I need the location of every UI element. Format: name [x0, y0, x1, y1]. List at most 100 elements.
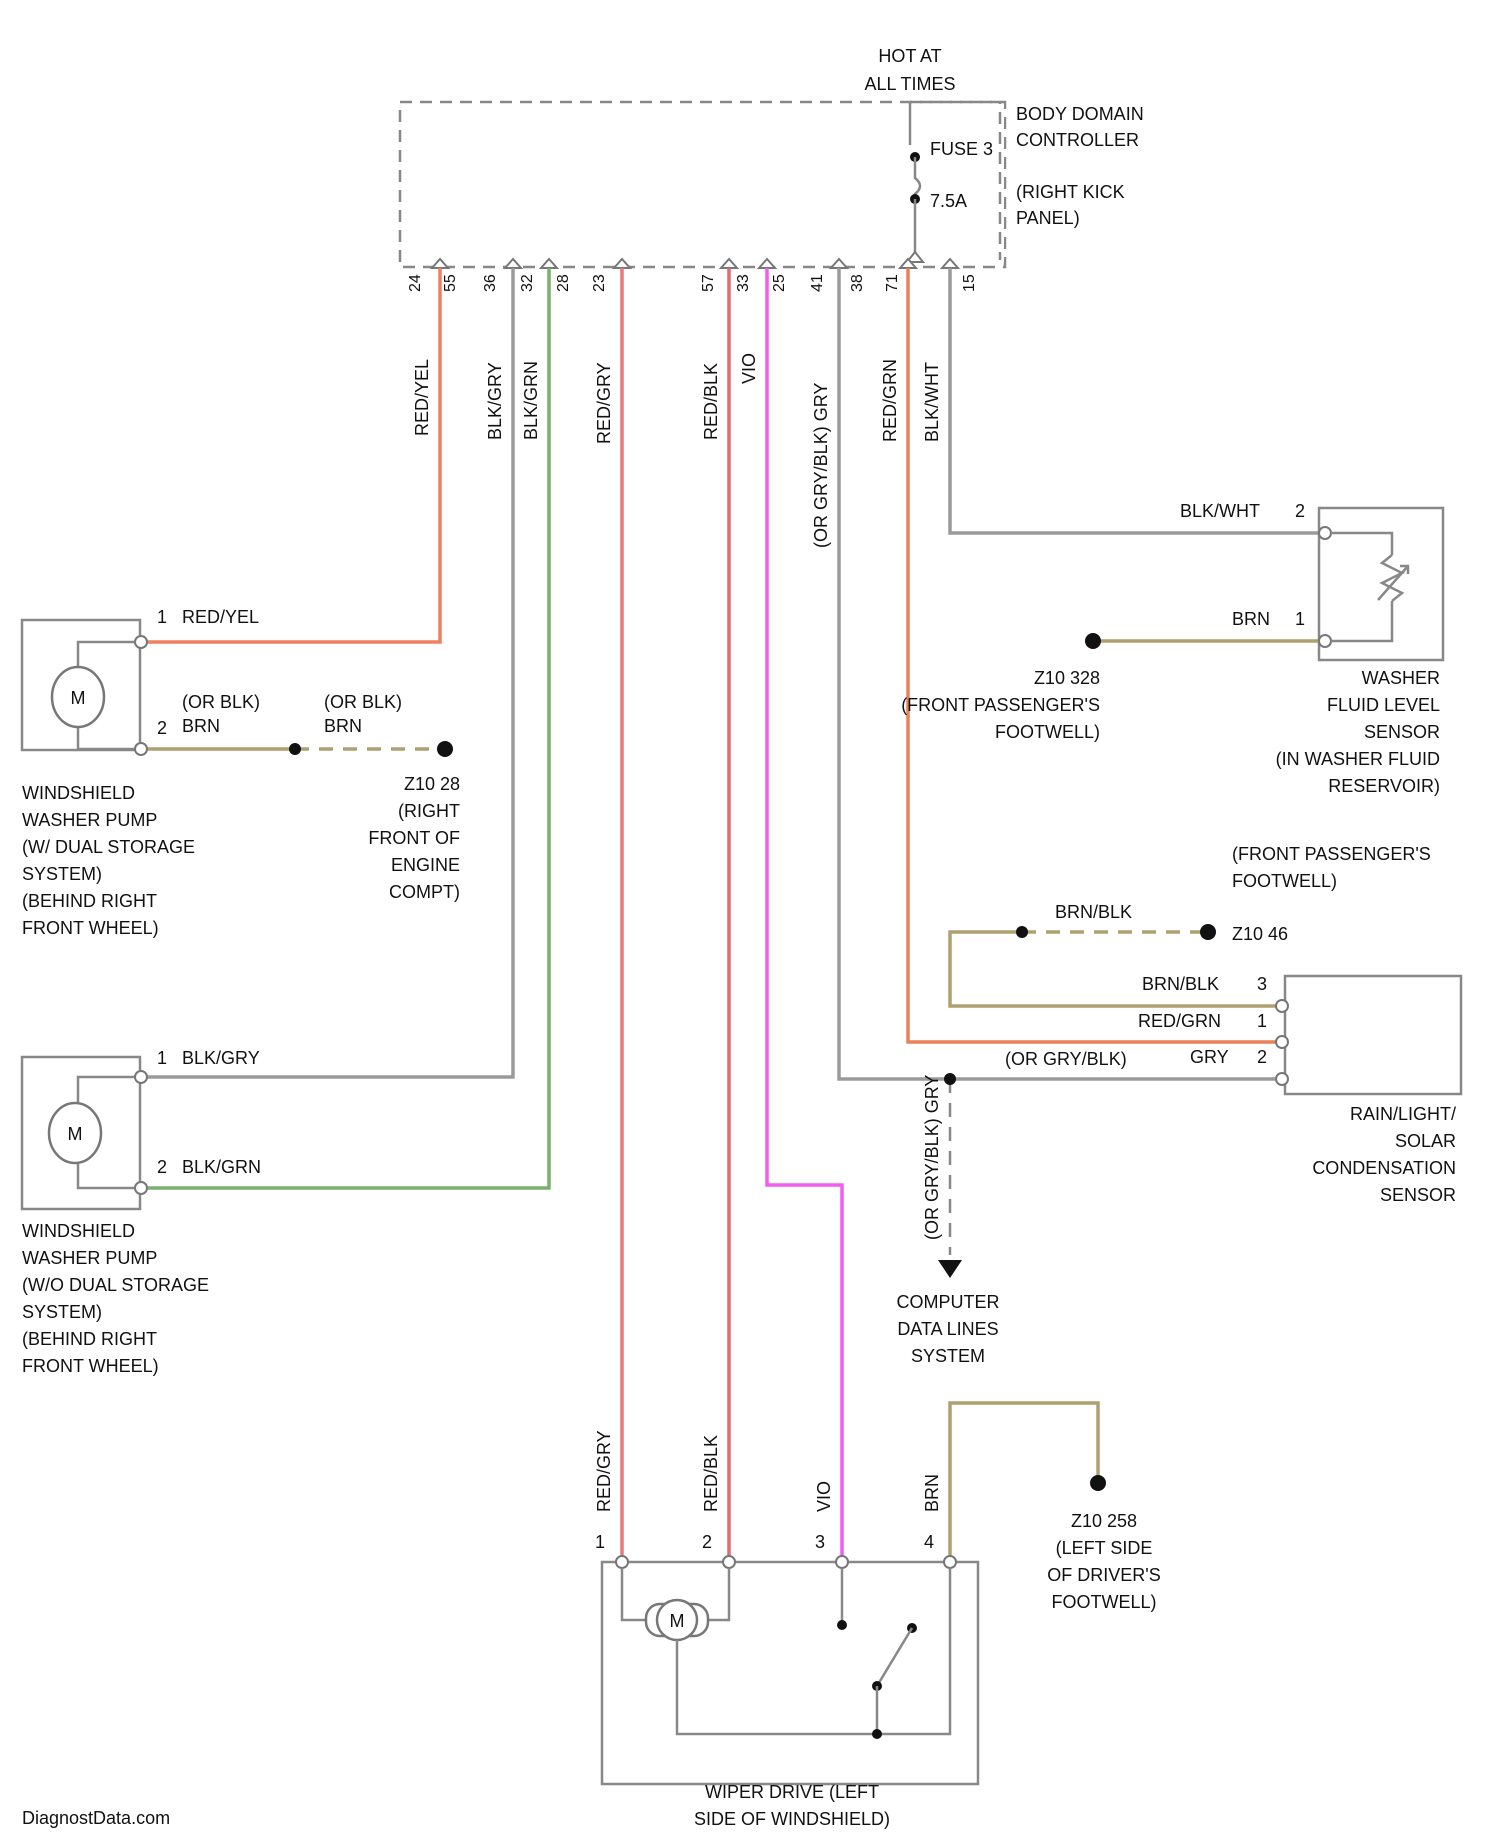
pump1-pin1-wire: RED/YEL: [182, 607, 259, 627]
hot-label-line2: ALL TIMES: [864, 74, 955, 94]
data-lines-arrow-icon: [938, 1260, 962, 1278]
wire-red-grn: [908, 268, 1280, 1042]
wiper-ground-icon: [1090, 1475, 1106, 1491]
wiper-ground-line2: (LEFT SIDE: [1056, 1538, 1153, 1558]
controller-terminal: [721, 259, 737, 268]
pump2-pin1: 1: [157, 1048, 167, 1068]
rain-sensor-pin3-wire: BRN/BLK: [1142, 974, 1219, 994]
pump1-ground-line3: FRONT OF: [368, 828, 460, 848]
controller-label-line3: (RIGHT KICK: [1016, 182, 1125, 202]
pump1-label-line3: (W/ DUAL STORAGE: [22, 837, 195, 857]
fluid-sensor-label-line1: WASHER: [1362, 668, 1440, 688]
pump1-ground-line4: ENGINE: [391, 855, 460, 875]
wiper-ground-line4: FOOTWELL): [1051, 1592, 1156, 1612]
wire-red-yel: [145, 268, 440, 642]
rain-sensor-label-line1: RAIN/LIGHT/: [1350, 1104, 1456, 1124]
fluid-sensor-ground-line1: Z10 328: [1034, 668, 1100, 688]
wire-blk-gry: [145, 268, 513, 1077]
pump1-label-line5: (BEHIND RIGHT: [22, 891, 157, 911]
pump1-pin1: 1: [157, 607, 167, 627]
controller-terminal: [432, 259, 448, 268]
wiper-label-line2: SIDE OF WINDSHIELD): [694, 1809, 890, 1829]
controller-pin: 71: [884, 274, 901, 292]
rain-sensor-housing: [1285, 976, 1461, 1094]
wire-blk-wht: [950, 268, 1325, 533]
controller-label-line2: CONTROLLER: [1016, 130, 1139, 150]
fluid-sensor-ground-icon: [1085, 633, 1101, 649]
rain-sensor-pin2-wire: GRY: [1190, 1047, 1229, 1067]
wiper-motor-return: [677, 1568, 950, 1734]
wiper-housing: [602, 1562, 978, 1784]
controller-pin: 57: [700, 274, 717, 292]
washer-pump-dual-storage: M 1 RED/YEL 2 (OR BLK) BRN (OR BLK) BRN …: [22, 607, 460, 938]
rain-sensor-label-line3: CONDENSATION: [1312, 1158, 1456, 1178]
watermark: DiagnostData.com: [22, 1808, 170, 1828]
pump2-label-line3: (W/O DUAL STORAGE: [22, 1275, 209, 1295]
fluid-sensor-ground-line2: (FRONT PASSENGER'S: [901, 695, 1100, 715]
data-lines-line1: COMPUTER: [897, 1292, 1000, 1312]
label-red-grn: RED/GRN: [880, 359, 900, 442]
pump1-ground-line5: COMPT): [389, 882, 460, 902]
controller-pin: 15: [961, 274, 978, 292]
wiper-wire-2: RED/BLK: [701, 1435, 721, 1512]
pump1-ground-line1: Z10 28: [404, 774, 460, 794]
fluid-sensor-terminal-2: [1319, 527, 1331, 539]
controller-pin: 25: [771, 274, 788, 292]
rain-sensor-label-line4: SENSOR: [1380, 1185, 1456, 1205]
wiper-pin-3: 3: [815, 1532, 825, 1552]
rain-sensor-terminal-2: [1276, 1073, 1288, 1085]
pump2-pin2: 2: [157, 1157, 167, 1177]
pump1-motor-symbol: M: [71, 688, 86, 708]
pump2-pin1-wire: BLK/GRY: [182, 1048, 260, 1068]
rain-sensor-terminal-1: [1276, 1036, 1288, 1048]
wiper-terminal-1: [616, 1556, 628, 1568]
rain-sensor-ground-icon: [1200, 924, 1216, 940]
wiper-ground-line1: Z10 258: [1071, 1511, 1137, 1531]
pump1-ground-wire-a: (OR BLK): [324, 692, 402, 712]
pump1-pin2-wire-b: BRN: [182, 716, 220, 736]
controller-label-line4: PANEL): [1016, 208, 1080, 228]
body-domain-controller: HOT AT ALL TIMES FUSE 3 7.5A BODY DOMAIN…: [400, 46, 1144, 292]
label-red-blk: RED/BLK: [701, 363, 721, 440]
label-blk-gry: BLK/GRY: [485, 362, 505, 440]
rain-sensor-ground-id: Z10 46: [1232, 924, 1288, 944]
label-blk-wht: BLK/WHT: [922, 362, 942, 442]
rain-sensor-pin1: 1: [1257, 1011, 1267, 1031]
pump2-lead-top: [78, 1077, 139, 1102]
pump2-label-line6: FRONT WHEEL): [22, 1356, 159, 1376]
pump1-splice: [289, 743, 301, 755]
rain-sensor-terminal-3: [1276, 1000, 1288, 1012]
rain-sensor-pin3: 3: [1257, 974, 1267, 994]
pump1-label-line6: FRONT WHEEL): [22, 918, 159, 938]
fluid-sensor-pin1-wire: BRN: [1232, 609, 1270, 629]
controller-label-line1: BODY DOMAIN: [1016, 104, 1144, 124]
controller-pin: 32: [519, 274, 536, 292]
wiper-pin-2: 2: [702, 1532, 712, 1552]
pump1-terminal-2: [135, 743, 147, 755]
wiper-drive: RED/GRY RED/BLK VIO BRN 1 2 3 4 M WIPER …: [594, 1430, 1161, 1829]
fluid-sensor-lead-top: [1331, 533, 1392, 555]
controller-terminal: [614, 259, 630, 268]
pump1-label-line1: WINDSHIELD: [22, 783, 135, 803]
controller-terminal: [541, 259, 557, 268]
wiper-pin-4: 4: [924, 1532, 934, 1552]
fuse-rating: 7.5A: [930, 191, 967, 211]
label-red-yel: RED/YEL: [412, 359, 432, 436]
rain-sensor-ground-location-line1: (FRONT PASSENGER'S: [1232, 844, 1431, 864]
fluid-sensor-ground-line3: FOOTWELL): [995, 722, 1100, 742]
pump1-pin2: 2: [157, 718, 167, 738]
pump1-lead-bottom: [78, 727, 139, 749]
pump1-label-line4: SYSTEM): [22, 864, 102, 884]
pump2-label-line5: (BEHIND RIGHT: [22, 1329, 157, 1349]
controller-pin: 41: [809, 274, 826, 292]
data-lines-line3: SYSTEM: [911, 1346, 985, 1366]
pump1-lead-top: [78, 642, 139, 667]
washer-fluid-level-sensor: BLK/WHT 2 BRN 1 Z10 328 (FRONT PASSENGER…: [901, 501, 1443, 796]
wiper-wire-1: RED/GRY: [594, 1430, 614, 1512]
rain-sensor-pin2-wire-alt: (OR GRY/BLK): [1005, 1049, 1127, 1069]
controller-pin: 28: [555, 274, 572, 292]
controller-terminal: [759, 259, 775, 268]
pump2-label-line2: WASHER PUMP: [22, 1248, 157, 1268]
wiper-motor-lead-1: [622, 1568, 650, 1620]
